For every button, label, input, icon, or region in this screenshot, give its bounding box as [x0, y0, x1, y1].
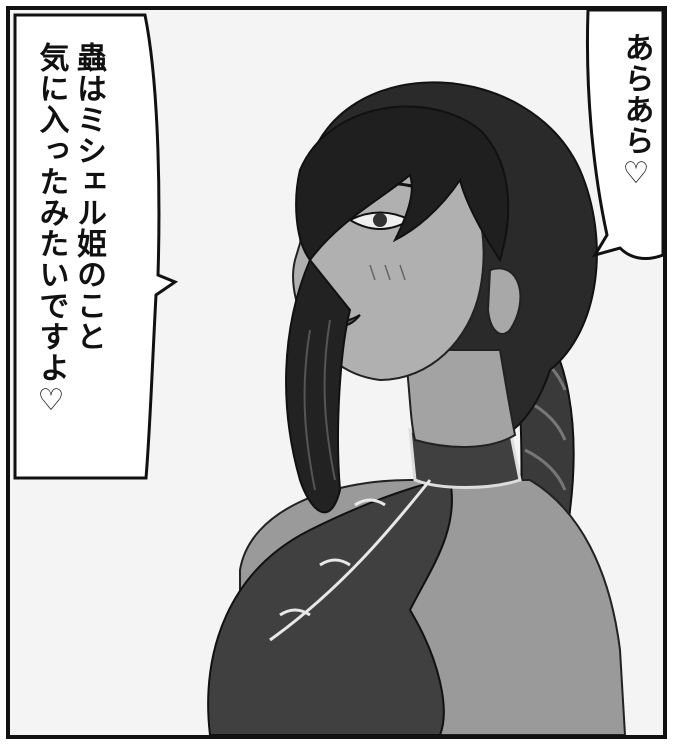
manga-panel: 蟲はミシェル姫のこと 気に入ったみたいですよ♡ あらあら♡	[6, 6, 667, 739]
speech-text-right: あらあら♡	[617, 32, 655, 242]
speech-text-left: 蟲はミシェル姫のこと 気に入ったみたいですよ♡	[32, 42, 107, 482]
speech-line-1: 蟲はミシェル姫のこと	[71, 42, 106, 352]
neck	[403, 349, 517, 448]
side-hair	[285, 258, 352, 514]
speech-line-right: あらあら♡	[618, 32, 654, 192]
front-hair	[295, 105, 510, 263]
eye-iris	[373, 213, 387, 227]
speech-bubble-left	[13, 13, 179, 480]
hair-strands	[303, 319, 336, 491]
dress-trim	[269, 479, 432, 642]
dress-buttons	[279, 498, 386, 617]
panel-illustration	[10, 10, 663, 735]
blush-lines	[369, 264, 406, 281]
speech-bubble-right	[585, 10, 663, 260]
ear	[486, 267, 522, 335]
speech-line-2: 気に入ったみたいですよ♡	[33, 42, 69, 419]
